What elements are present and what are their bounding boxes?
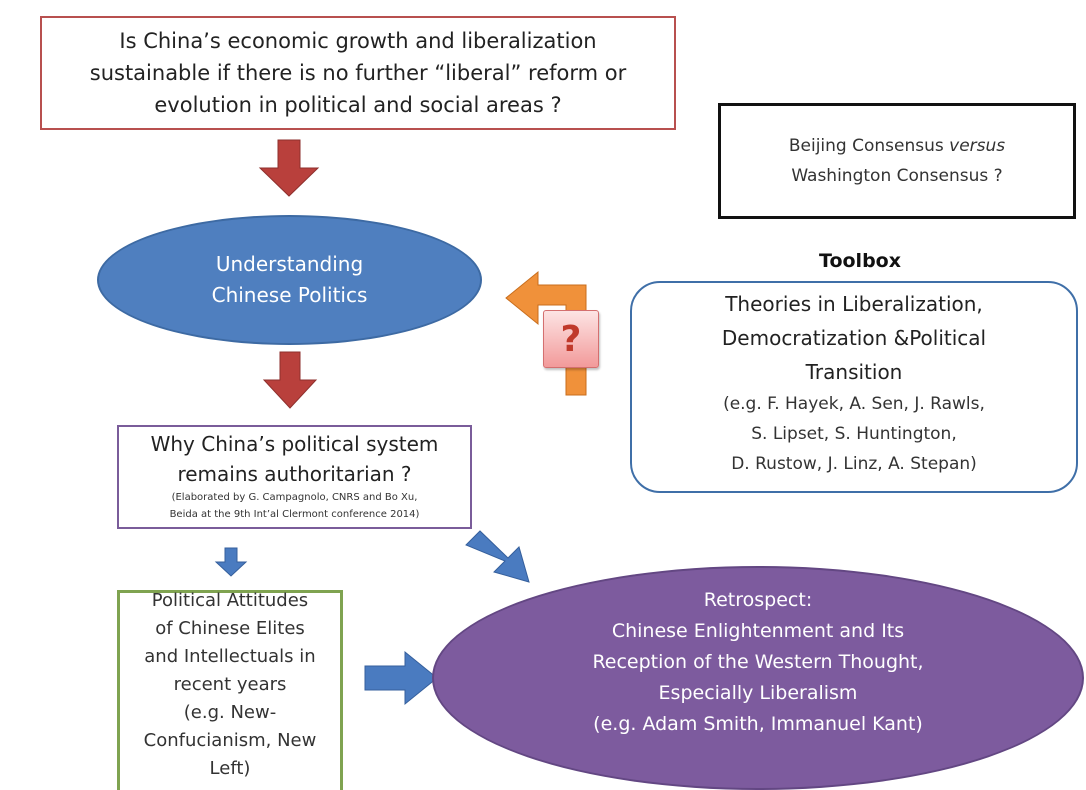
retrospect-line: Especially Liberalism [658, 682, 858, 704]
consensus-line-1: Beijing Consensus versus [788, 136, 1006, 156]
why-line: Why China’s political system [150, 432, 439, 456]
retrospect-line: Reception of the Western Thought, [592, 651, 924, 673]
down-arrow-red-middle [262, 351, 318, 409]
understanding-chinese-politics-ellipse: Understanding Chinese Politics [97, 215, 482, 345]
question-line: Is China’s economic growth and liberaliz… [119, 29, 597, 53]
attribution-note: (Elaborated by G. Campagnolo, CNRS and B… [171, 492, 418, 503]
down-arrow-blue-small [214, 547, 248, 577]
why-authoritarian-box: Why China’s political system remains aut… [117, 425, 472, 529]
retrospect-ellipse: Retrospect: Chinese Enlightenment and It… [432, 566, 1084, 790]
attitudes-line: Political Attitudes [151, 590, 309, 611]
attitudes-line: (e.g. New- [183, 702, 277, 723]
example-line: S. Lipset, S. Huntington, [751, 424, 957, 444]
example-line: (e.g. F. Hayek, A. Sen, J. Rawls, [723, 394, 985, 414]
attitudes-line: and Intellectuals in [144, 646, 316, 667]
attitudes-line: Confucianism, New [143, 730, 317, 751]
attitudes-line: of Chinese Elites [155, 618, 305, 639]
question-line: sustainable if there is no further “libe… [89, 61, 627, 85]
down-arrow-red-top [258, 139, 320, 197]
question-mark-icon: ? [543, 310, 599, 368]
why-line: remains authoritarian ? [177, 462, 412, 486]
consensus-line-2: Washington Consensus ? [791, 166, 1003, 186]
diagonal-arrow-blue [465, 530, 530, 583]
retrospect-line: (e.g. Adam Smith, Immanuel Kant) [593, 713, 923, 735]
political-attitudes-box: Political Attitudes of Chinese Elites an… [117, 590, 343, 790]
versus-italic: versus [949, 136, 1006, 156]
theory-line: Transition [805, 360, 903, 384]
central-question-box: Is China’s economic growth and liberaliz… [40, 16, 676, 130]
example-line: D. Rustow, J. Linz, A. Stepan) [731, 454, 977, 474]
right-arrow-blue [364, 650, 438, 706]
question-line: evolution in political and social areas … [154, 93, 562, 117]
ellipse-label-line: Chinese Politics [211, 283, 368, 307]
toolbox-box: Theories in Liberalization, Democratizat… [630, 281, 1078, 493]
theory-line: Democratization &Political [721, 326, 987, 350]
retrospect-line: Retrospect: [703, 589, 813, 611]
attitudes-line: recent years [173, 674, 287, 695]
consensus-box: Beijing Consensus versus Washington Cons… [718, 103, 1076, 219]
attitudes-text: Political Attitudes of Chinese Elites an… [144, 587, 317, 783]
attitudes-line: Left) [209, 758, 251, 779]
ellipse-label-line: Understanding [215, 252, 364, 276]
toolbox-title: Toolbox [819, 250, 901, 272]
theory-line: Theories in Liberalization, [725, 292, 983, 316]
attribution-note: Beida at the 9th Int’al Clermont confere… [169, 509, 420, 520]
retrospect-line: Chinese Enlightenment and Its [611, 620, 905, 642]
